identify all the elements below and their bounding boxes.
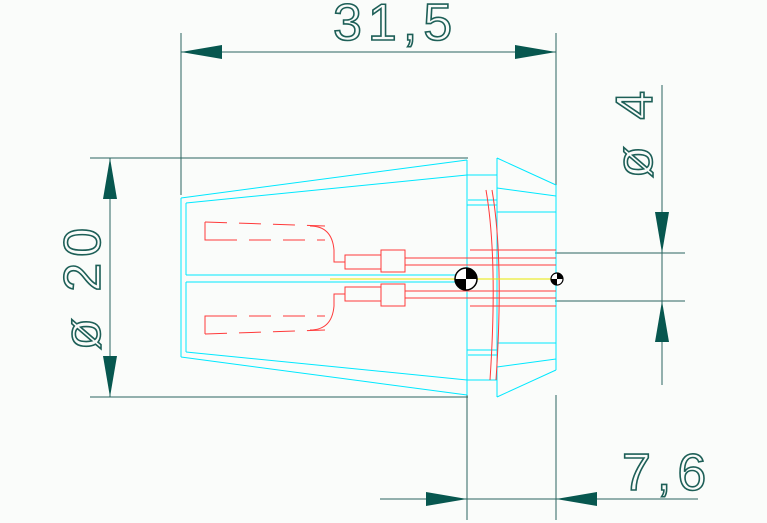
front-length-dimension: 7,6	[380, 395, 712, 520]
arrowhead-right	[515, 45, 556, 59]
arrowhead-in-left	[426, 492, 467, 506]
collet-outline	[180, 157, 557, 398]
arrowhead-top	[103, 158, 117, 199]
overall-length-dimension: 31,5	[180, 0, 557, 195]
arrowhead-in-right	[556, 492, 597, 506]
collet-hidden-lines	[204, 189, 556, 381]
overall-length-label: 31,5	[333, 0, 458, 52]
bore-diameter-dimension: ø 4	[555, 84, 685, 385]
center-of-mass-marker-large	[454, 267, 478, 291]
outer-diameter-label: ø 20	[54, 222, 112, 350]
arrowhead-left	[181, 45, 222, 59]
front-length-label: 7,6	[622, 444, 712, 502]
bore-diameter-label: ø 4	[606, 85, 664, 178]
arrowhead-up	[655, 301, 669, 342]
center-of-mass-marker-small	[550, 272, 564, 286]
arrowhead-down	[655, 212, 669, 253]
arrowhead-bottom	[103, 356, 117, 397]
outer-diameter-dimension: ø 20	[53, 157, 468, 398]
